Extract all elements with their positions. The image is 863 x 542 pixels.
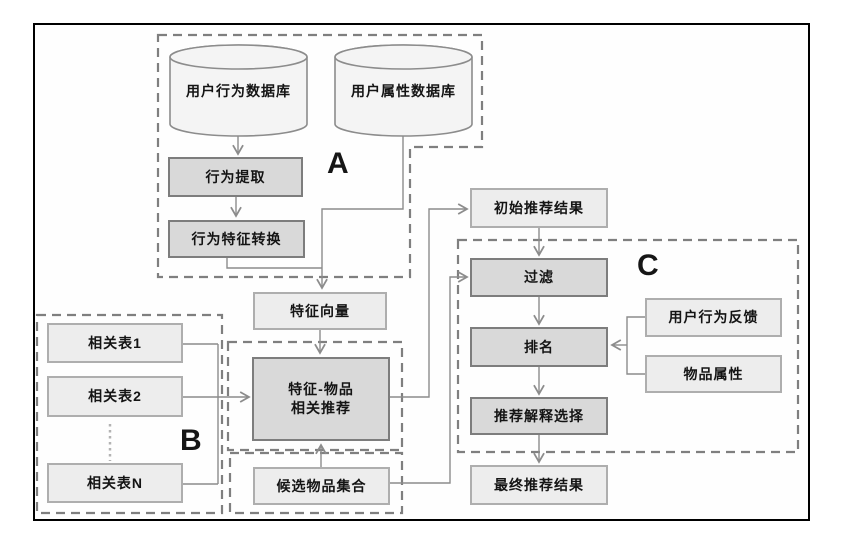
group-a-outline — [156, 33, 484, 279]
node-behavior-extract: 行为提取 — [168, 157, 303, 197]
line-feedback-bracket — [626, 316, 645, 375]
feature-item-rec-outline — [226, 340, 404, 452]
arrow-candidates-to-filter — [390, 271, 469, 484]
node-item-attr: 物品属性 — [645, 355, 782, 393]
node-feature-item-rec: 特征-物品 相关推荐 — [252, 357, 390, 441]
node-user-behavior-db: 用户行为数据库 — [186, 83, 291, 99]
node-related-table-n: 相关表N — [47, 463, 183, 503]
node-related-table-1: 相关表1 — [47, 323, 183, 363]
node-rank: 排名 — [470, 327, 608, 367]
node-user-attr-db: 用户属性数据库 — [351, 83, 456, 99]
user-behavior-db-cylinder-top — [169, 44, 308, 70]
node-related-table-2: 相关表2 — [47, 376, 183, 417]
node-explain-select: 推荐解释选择 — [470, 397, 608, 435]
group-b-outline — [35, 313, 224, 515]
node-filter: 过滤 — [470, 258, 608, 297]
node-candidate-items: 候选物品集合 — [253, 467, 390, 505]
group-a-label: A — [327, 147, 349, 180]
user-attr-db-cylinder-top — [334, 44, 473, 70]
arrow-rec-to-initialresult — [390, 203, 469, 398]
group-c-outline — [456, 238, 800, 454]
node-feature-vector: 特征向量 — [253, 292, 387, 330]
node-behavior-feature-convert: 行为特征转换 — [168, 220, 305, 258]
group-b-label: B — [180, 424, 202, 457]
node-feedback: 用户行为反馈 — [645, 298, 782, 337]
group-c-label: C — [637, 249, 659, 282]
node-initial-result: 初始推荐结果 — [470, 188, 608, 228]
line-convert-to-merge — [226, 258, 322, 269]
arrow-attrdb-to-featurevector — [316, 136, 404, 290]
node-final-result: 最终推荐结果 — [470, 465, 608, 505]
